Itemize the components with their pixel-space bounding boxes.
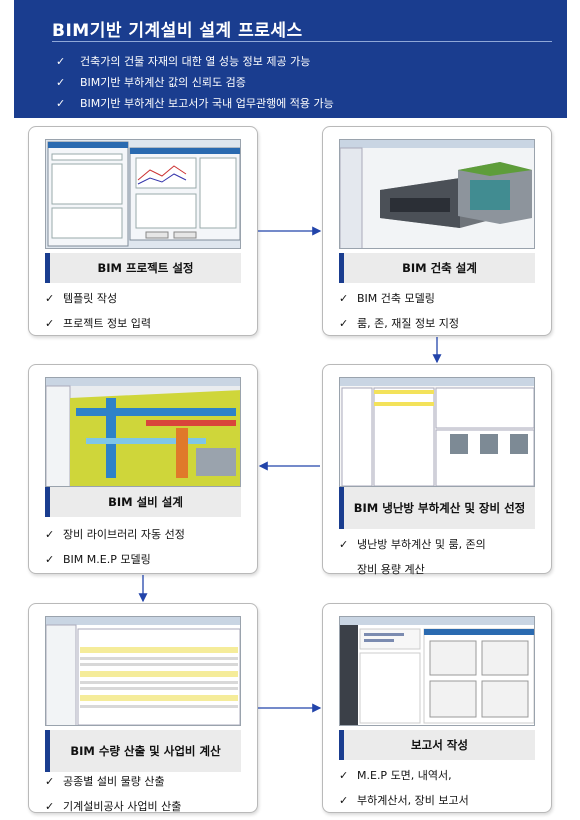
header-divider: [52, 41, 552, 42]
step-card-report: 보고서 작성 ✓M.E.P 도면, 내역서, ✓부하계산서, 장비 보고서: [322, 603, 552, 813]
step-bullet-list: ✓M.E.P 도면, 내역서, ✓부하계산서, 장비 보고서: [339, 764, 469, 814]
step-bullet: ✓장비 라이브러리 자동 선정: [45, 523, 185, 548]
step-bullet: ✓냉난방 부하계산 및 룸, 존의: [339, 533, 486, 558]
step-label: BIM 설비 설계: [45, 487, 241, 517]
check-icon: ✓: [339, 769, 349, 782]
step-screenshot: [45, 616, 241, 726]
step-label: BIM 수량 산출 및 사업비 계산: [45, 730, 241, 772]
step-bullet: ✓BIM M.E.P 모델링: [45, 548, 185, 573]
check-icon: ✓: [339, 794, 349, 807]
building-model-screenshot: [340, 140, 534, 248]
step-bullet: ✓부하계산서, 장비 보고서: [339, 789, 469, 814]
check-icon: ✓: [56, 76, 66, 89]
header-bullet: ✓BIM기반 부하계산 값의 신뢰도 검증: [56, 73, 334, 94]
header-bullet: ✓건축가의 건물 자재의 대한 열 성능 정보 제공 가능: [56, 52, 334, 73]
header-bullet-list: ✓건축가의 건물 자재의 대한 열 성능 정보 제공 가능 ✓BIM기반 부하계…: [56, 52, 334, 115]
check-icon: ✓: [45, 553, 55, 566]
step-label: BIM 냉난방 부하계산 및 장비 선정: [339, 487, 535, 529]
quantity-table-screenshot: [46, 617, 240, 725]
step-bullet: ✓프로젝트 정보 입력: [45, 312, 151, 337]
check-icon: ✓: [56, 55, 66, 68]
header-title: BIM기반 기계설비 설계 프로세스: [52, 21, 303, 41]
check-icon: ✓: [45, 775, 55, 788]
check-icon: ✓: [45, 800, 55, 813]
step-card-load-calculation: BIM 냉난방 부하계산 및 장비 선정 ✓냉난방 부하계산 및 룸, 존의 장…: [322, 364, 552, 576]
step-screenshot: [339, 616, 535, 726]
step-bullet: ✓룸, 존, 재질 정보 지정: [339, 312, 459, 337]
step-label: 보고서 작성: [339, 730, 535, 760]
step-card-project-setup: BIM 프로젝트 설정 ✓템플릿 작성 ✓프로젝트 정보 입력: [28, 126, 258, 336]
step-screenshot: [339, 377, 535, 487]
header-bullet: ✓BIM기반 부하계산 보고서가 국내 업무관행에 적용 가능: [56, 94, 334, 115]
header-banner: BIM기반 기계설비 설계 프로세스 ✓건축가의 건물 자재의 대한 열 성능 …: [14, 0, 567, 118]
step-screenshot: [339, 139, 535, 249]
step-bullet-list: ✓장비 라이브러리 자동 선정 ✓BIM M.E.P 모델링: [45, 523, 185, 573]
step-screenshot: [45, 139, 241, 249]
check-icon: ✓: [45, 292, 55, 305]
step-bullet-list: ✓냉난방 부하계산 및 룸, 존의 장비 용량 계산: [339, 533, 486, 583]
step-label: BIM 프로젝트 설정: [45, 253, 241, 283]
load-calc-screenshot: [340, 378, 534, 486]
step-screenshot: [45, 377, 241, 487]
mep-model-screenshot: [46, 378, 240, 486]
check-icon: ✓: [45, 317, 55, 330]
step-bullet: ✓기계설비공사 사업비 산출: [45, 795, 181, 820]
step-card-mep-design: BIM 설비 설계 ✓장비 라이브러리 자동 선정 ✓BIM M.E.P 모델링: [28, 364, 258, 574]
step-bullet-list: ✓BIM 건축 모델링 ✓룸, 존, 재질 정보 지정: [339, 287, 459, 337]
check-icon: ✓: [56, 97, 66, 110]
check-icon: ✓: [339, 538, 349, 551]
step-bullet: ✓공종별 설비 물량 산출: [45, 770, 181, 795]
step-bullet: ✓M.E.P 도면, 내역서,: [339, 764, 469, 789]
step-card-architectural-design: BIM 건축 설계 ✓BIM 건축 모델링 ✓룸, 존, 재질 정보 지정: [322, 126, 552, 336]
check-icon: ✓: [339, 292, 349, 305]
step-bullet-list: ✓공종별 설비 물량 산출 ✓기계설비공사 사업비 산출: [45, 770, 181, 820]
step-bullet: ✓BIM 건축 모델링: [339, 287, 459, 312]
step-bullet: 장비 용량 계산: [357, 563, 425, 576]
step-label: BIM 건축 설계: [339, 253, 535, 283]
check-icon: ✓: [339, 317, 349, 330]
step-bullet-list: ✓템플릿 작성 ✓프로젝트 정보 입력: [45, 287, 151, 337]
software-dialog-screenshot: [46, 140, 240, 248]
step-bullet: ✓템플릿 작성: [45, 287, 151, 312]
report-screenshot: [340, 617, 534, 725]
step-card-quantity-estimation: BIM 수량 산출 및 사업비 계산 ✓공종별 설비 물량 산출 ✓기계설비공사…: [28, 603, 258, 813]
check-icon: ✓: [45, 528, 55, 541]
